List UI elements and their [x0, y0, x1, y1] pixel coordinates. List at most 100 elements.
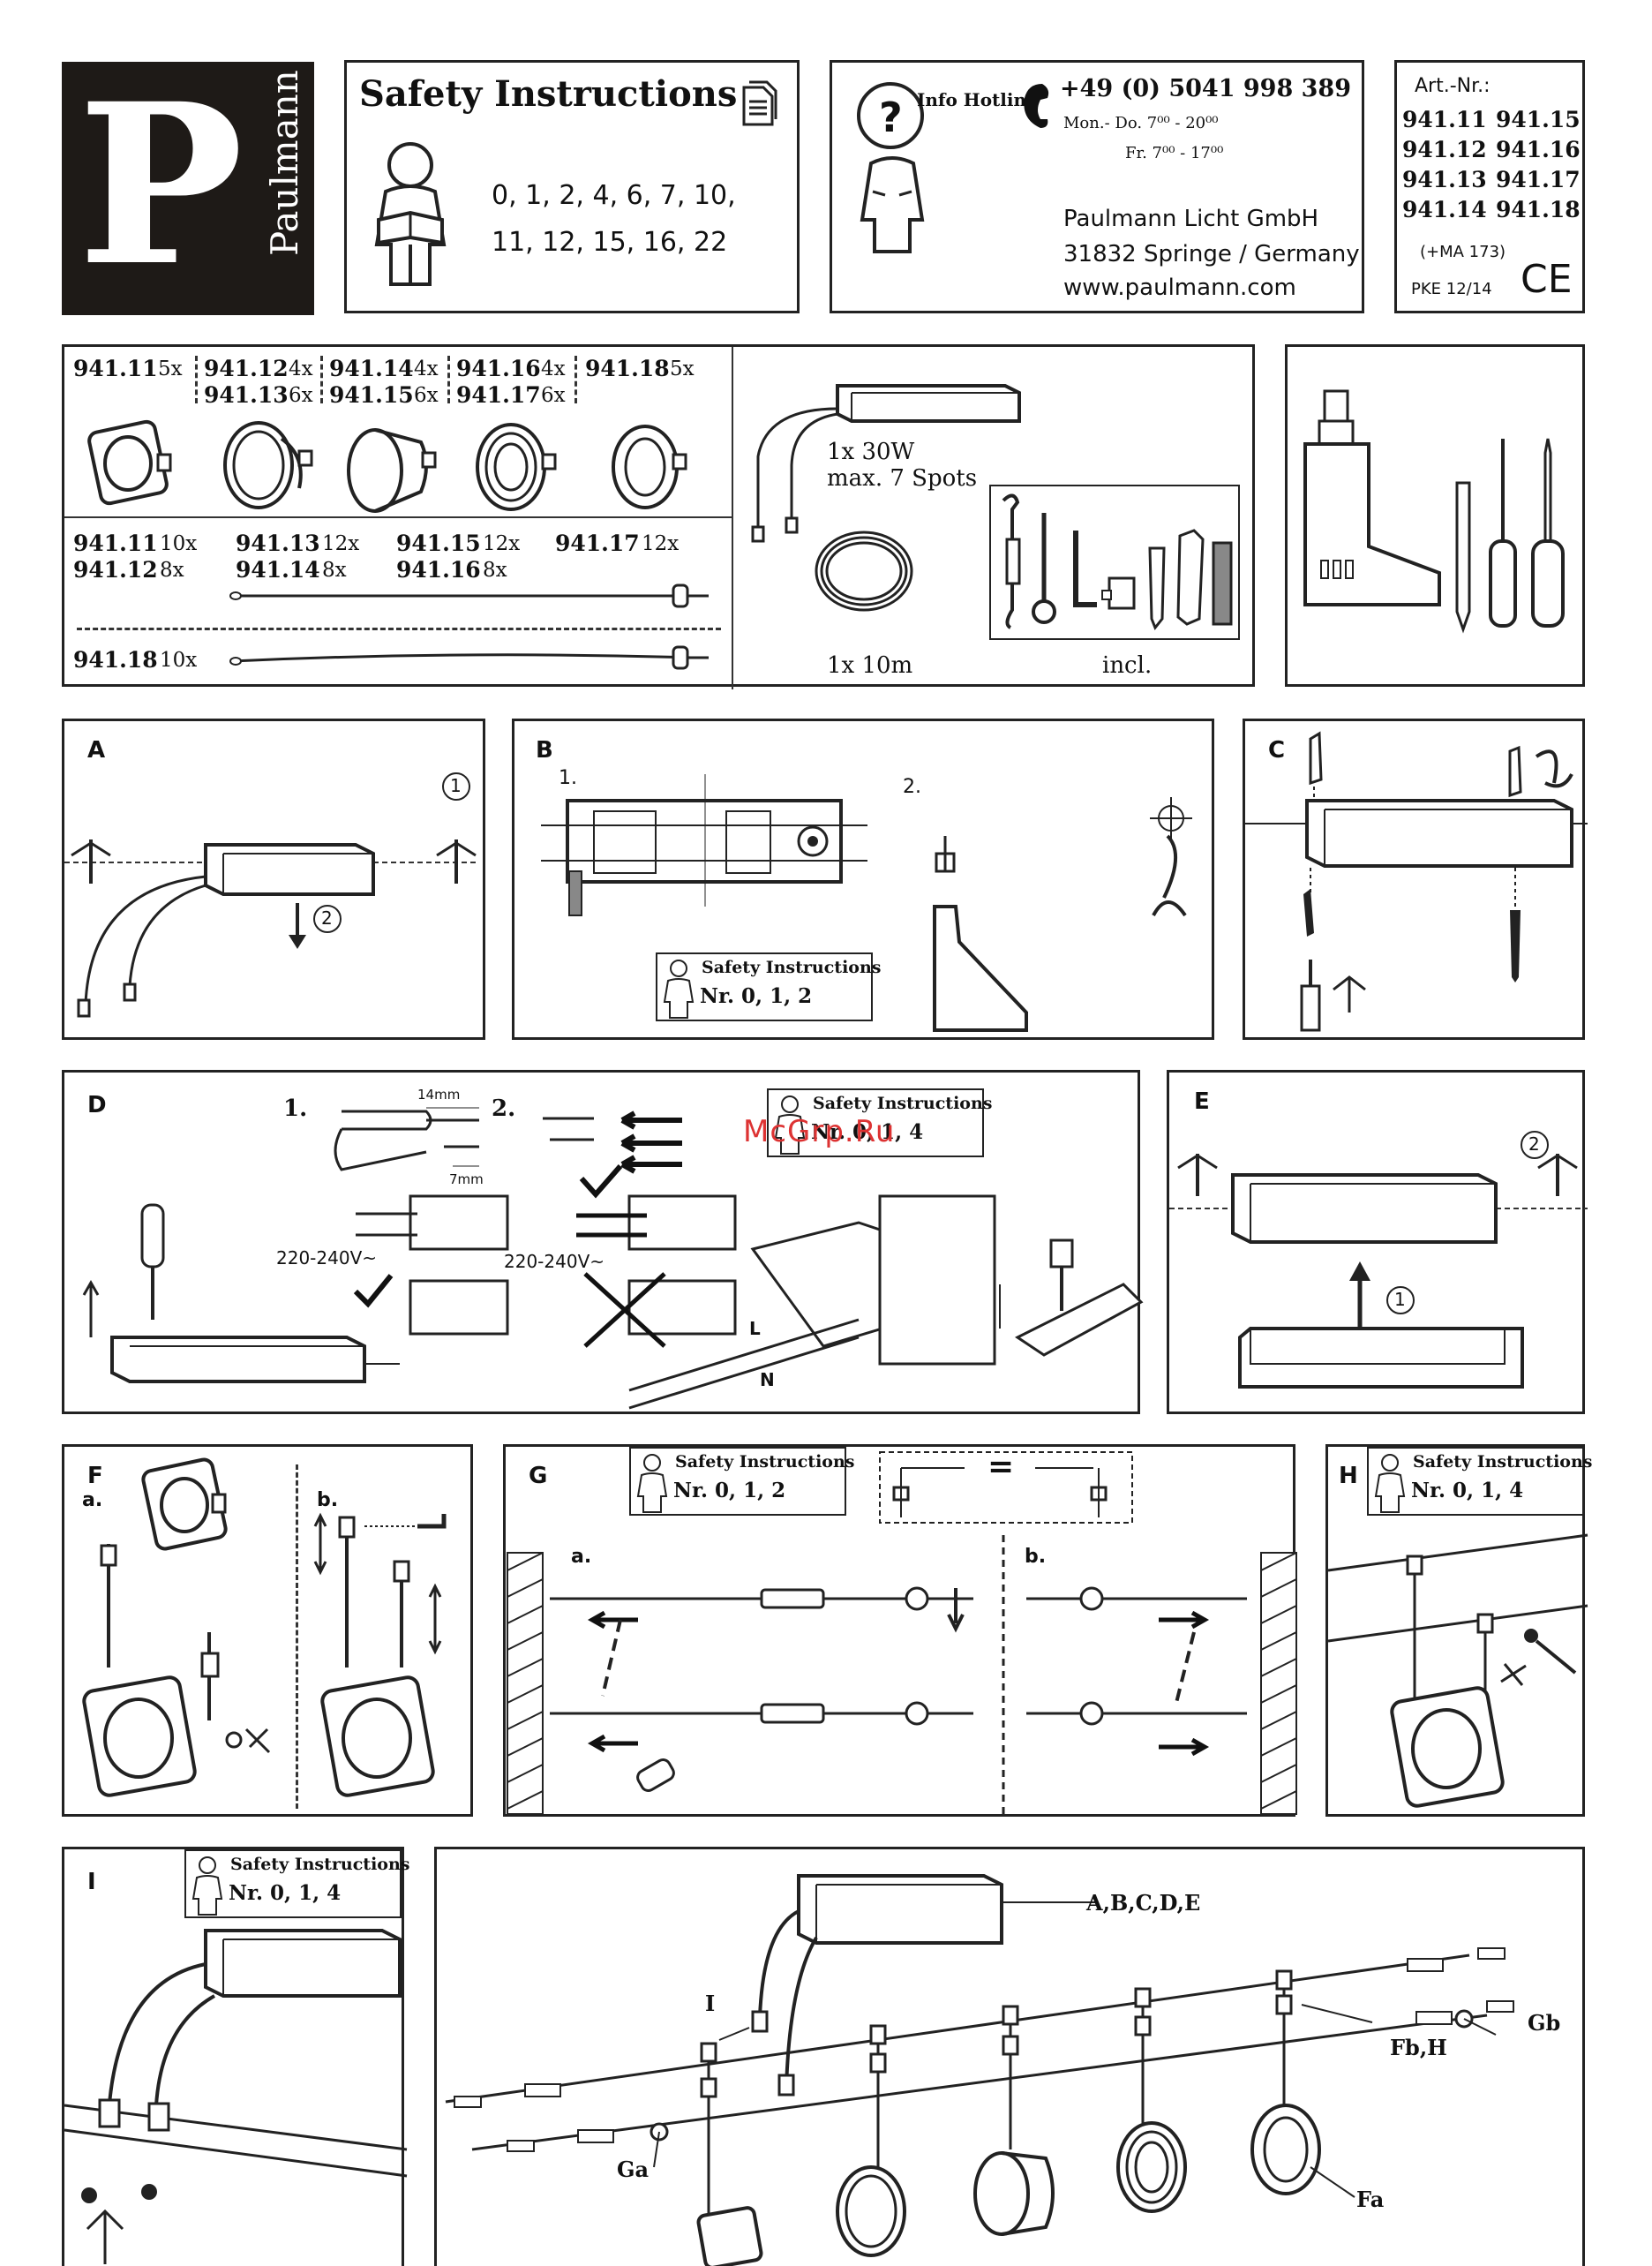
transformer-power: 1x 30W	[827, 439, 915, 465]
hanger-label-7: 941.18	[73, 647, 158, 673]
hanger-count-3: 8x	[322, 559, 347, 582]
hanger-label-0: 941.11	[73, 531, 158, 556]
safety-title: Safety Instructions	[359, 73, 738, 115]
hanger-rod-short	[229, 645, 709, 670]
spot-label-4: 941.18	[585, 356, 670, 381]
hotline-hours-friday: Fr. 7⁰⁰ - 17⁰⁰	[1125, 144, 1224, 162]
company-name: Paulmann Licht GmbH	[1063, 206, 1319, 232]
step-g-safety-badge: Safety Instructions Nr. 0, 1, 2	[629, 1447, 854, 1516]
hanger-label-2: 941.13	[236, 531, 320, 556]
step-g-sub-b: b.	[1025, 1546, 1047, 1568]
art-nr-col2-3: 941.18	[1496, 197, 1581, 222]
hanger-label-6: 941.17	[555, 531, 640, 556]
step-d-sub2: 2.	[492, 1095, 516, 1122]
company-website: www.paulmann.com	[1063, 275, 1296, 301]
art-nr-col2-1: 941.16	[1496, 137, 1581, 162]
overview-ref-ga: Ga	[617, 2157, 650, 2182]
step-i-label: I	[87, 1869, 96, 1895]
step-i-safety-badge: Safety Instructions Nr. 0, 1, 4	[184, 1849, 409, 1918]
spot-label-0: 941.11	[73, 356, 158, 381]
step-b-safety-nums: Nr. 0, 1, 2	[700, 984, 813, 1008]
overview-ref-i: I	[705, 1991, 716, 2016]
step-h-panel: H Safety Instructions Nr. 0, 1, 4	[1325, 1444, 1592, 1817]
spot-cone-icon	[347, 428, 437, 513]
art-nr-label: Art.-Nr.:	[1415, 75, 1491, 97]
spot-count-3: 4x	[541, 358, 566, 380]
step-g-panel: G a. b. = Safety Instructions Nr. 0, 1, …	[503, 1444, 1297, 1817]
hanger-count-5: 8x	[483, 559, 507, 582]
step-i-safety-title: Safety Instructions	[230, 1855, 410, 1874]
document-icon	[742, 80, 777, 126]
art-nr-col1-0: 941.11	[1402, 107, 1487, 132]
step-d-panel: D 1. 2. 14mm 7mm	[62, 1070, 1144, 1414]
step-g-equal: =	[987, 1449, 1015, 1485]
step-h-safety-nums: Nr. 0, 1, 4	[1411, 1479, 1524, 1502]
step-b-panel: B 1. 2. Safety Instructions Nr. 0, 1, 2	[512, 719, 1214, 1040]
step-g-safety-title: Safety Instructions	[675, 1452, 855, 1472]
art-nr-col1-1: 941.12	[1402, 137, 1487, 162]
step-g-sub-a: a.	[571, 1546, 592, 1568]
step-h-drawing	[1327, 1533, 1588, 1808]
step-g-drawing	[507, 1451, 1297, 1816]
safety-person-icon	[191, 1856, 223, 1916]
logo-name: Paulmann	[263, 70, 306, 256]
overview-ref-transformer: A,B,C,D,E	[1086, 1890, 1201, 1916]
wire-n-label: N	[760, 1369, 775, 1390]
step-e-num1: 1	[1394, 1289, 1406, 1310]
spot-count-0: 5x	[158, 358, 183, 380]
spot-label-2: 941.14	[329, 356, 414, 381]
drill-icon	[1303, 389, 1441, 606]
step-b-sub1: 1.	[559, 767, 577, 789]
pke-note: PKE 12/14	[1411, 280, 1492, 298]
step-f-sub-b: b.	[317, 1489, 339, 1511]
hardware-included: incl.	[1102, 652, 1153, 679]
hotline-phone: +49 (0) 5041 998 389	[1060, 75, 1351, 102]
spot-label-3b: 941.17	[456, 382, 541, 408]
step-c-panel: C	[1243, 719, 1588, 1040]
step-i-panel: I Safety Instructions Nr. 0, 1, 4	[62, 1847, 409, 2266]
company-address: 31832 Springe / Germany	[1063, 241, 1360, 267]
safety-numbers-line1: 0, 1, 2, 4, 6, 7, 10,	[492, 180, 736, 211]
volt-label-2: 220-240V~	[504, 1251, 605, 1272]
art-nr-col2-2: 941.17	[1496, 167, 1581, 192]
spot-ring-icon	[612, 425, 687, 509]
step-a-label: A	[87, 737, 106, 764]
safety-person-icon	[636, 1454, 668, 1513]
safety-person-icon	[663, 960, 695, 1019]
step-a-panel: A 1 2	[62, 719, 485, 1040]
step-d-sub1: 1.	[283, 1095, 308, 1122]
step-h-label: H	[1339, 1463, 1358, 1489]
hardware-box	[989, 485, 1240, 640]
ma-note: (+MA 173)	[1420, 243, 1506, 261]
strip-dim-14mm: 14mm	[417, 1087, 461, 1103]
step-a-num1: 1	[450, 775, 462, 796]
spot-count-2: 4x	[414, 358, 439, 380]
overview-ref-gb: Gb	[1528, 2010, 1561, 2036]
watermark: McGrp.Ru	[743, 1114, 896, 1149]
spot-count-1: 4x	[289, 358, 313, 380]
paulmann-logo: P Paulmann	[62, 55, 314, 315]
hanger-count-0: 10x	[160, 532, 198, 555]
hanger-label-1: 941.12	[73, 557, 158, 583]
drill-bit-icon	[1455, 481, 1471, 634]
spot-label-1b: 941.13	[204, 382, 289, 408]
hanger-count-1: 8x	[160, 559, 184, 582]
spot-disc-icon	[476, 423, 557, 511]
step-d-label: D	[87, 1092, 107, 1118]
volt-label-1: 220-240V~	[276, 1247, 378, 1269]
step-i-safety-nums: Nr. 0, 1, 4	[229, 1881, 342, 1905]
package-contents: 941.11 5x 941.12 4x 941.13 6x 941.14 4x …	[62, 344, 1255, 689]
step-h-safety-badge: Safety Instructions Nr. 0, 1, 4	[1367, 1447, 1592, 1516]
article-number-box: Art.-Nr.: 941.11 941.12 941.13 941.14 94…	[1394, 60, 1585, 313]
step-d-safety-badge: Safety Instructions Nr. 0, 1, 4	[767, 1088, 992, 1157]
art-nr-col2-0: 941.15	[1496, 107, 1581, 132]
step-f-panel: F a. b.	[62, 1444, 473, 1817]
hotline-box: ? Info Hotline +49 (0) 5041 998 389 Mon.…	[830, 60, 1364, 313]
hanger-label-5: 941.16	[396, 557, 481, 583]
step-a-drawing	[64, 772, 479, 1018]
spot-label-3: 941.16	[456, 356, 541, 381]
art-nr-col1-3: 941.14	[1402, 197, 1487, 222]
cable-length: 1x 10m	[827, 652, 913, 679]
step-f-label: F	[87, 1463, 103, 1489]
step-h-safety-title: Safety Instructions	[1413, 1452, 1593, 1472]
